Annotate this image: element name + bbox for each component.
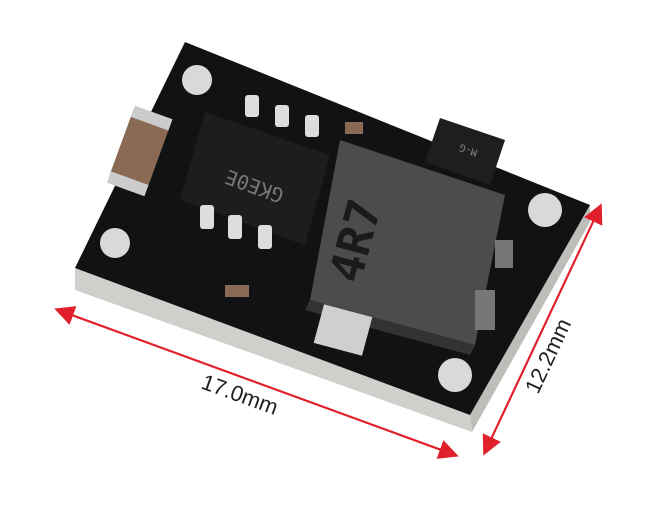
mounting-pads bbox=[100, 65, 562, 392]
inductor: 4R7 bbox=[305, 140, 505, 356]
ic-chip: GKE0E bbox=[180, 95, 330, 249]
capacitor bbox=[106, 105, 173, 197]
length-arrow-end bbox=[57, 309, 459, 459]
pcb-edge-right bbox=[470, 205, 590, 432]
smd-components bbox=[225, 122, 513, 330]
width-arrow-end bbox=[482, 206, 601, 456]
pad-top-right bbox=[528, 193, 562, 227]
pad-bottom-left bbox=[100, 228, 130, 258]
diode: M-G bbox=[425, 118, 505, 185]
pcb-edge bbox=[75, 268, 472, 432]
pad-top-left bbox=[182, 65, 212, 95]
pad-bottom-right bbox=[438, 358, 472, 392]
